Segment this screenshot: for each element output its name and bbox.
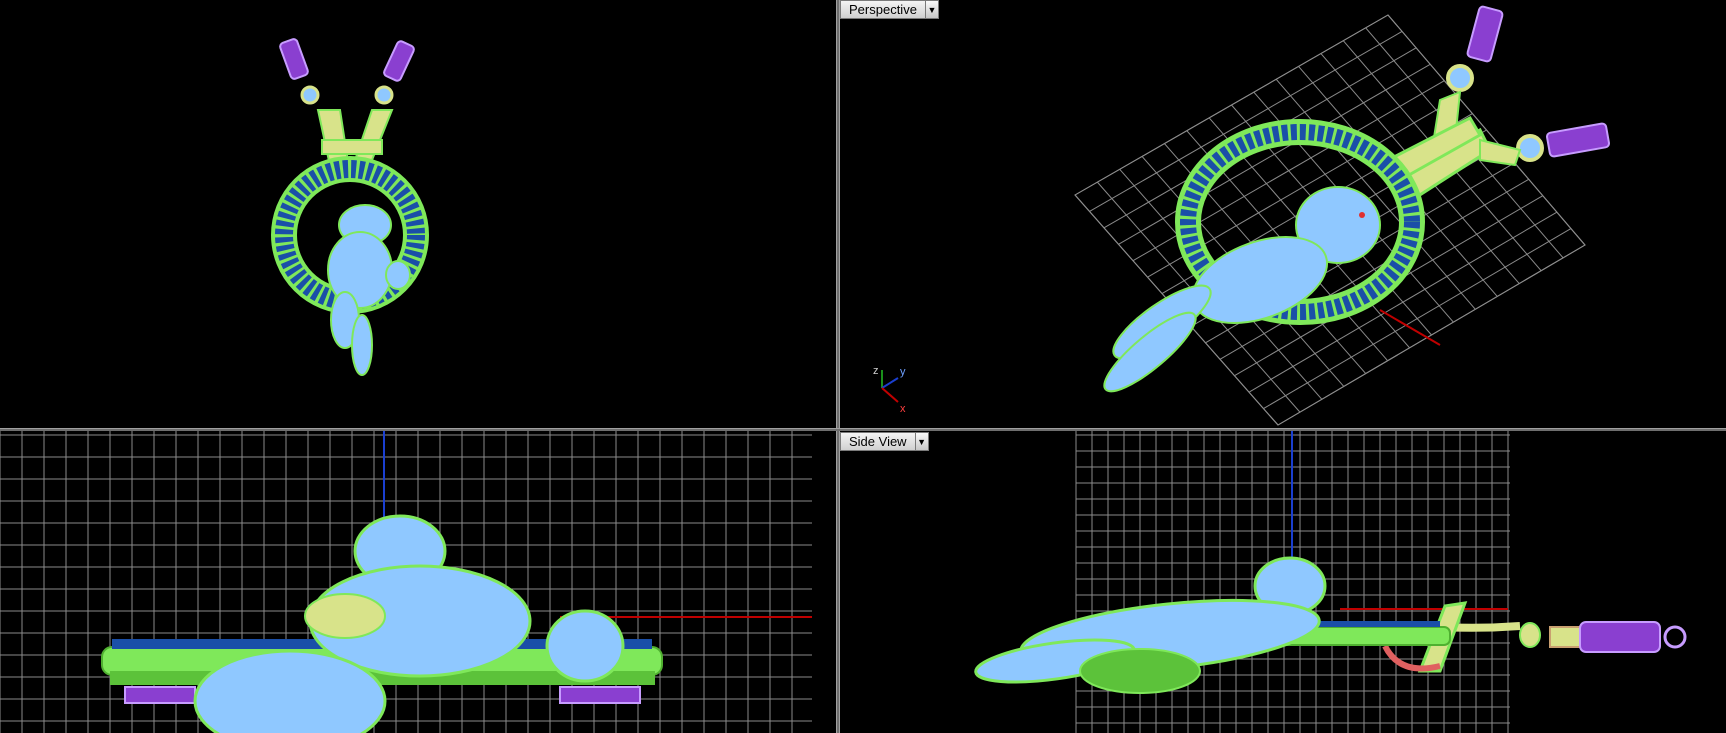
chain-right [374, 40, 415, 105]
front-view-model [0, 431, 812, 733]
grid-line [1277, 244, 1586, 426]
chain-upper [1446, 5, 1504, 92]
chain-right [1516, 122, 1610, 162]
viewport-front[interactable] [0, 431, 836, 733]
grid-line [1248, 211, 1558, 393]
viewport-splitter-horizontal[interactable] [0, 428, 1726, 431]
figure [974, 556, 1327, 694]
axis-y-label: y [900, 366, 906, 378]
figure [327, 204, 411, 376]
bail [1385, 90, 1522, 201]
axis-red-line [1379, 309, 1441, 346]
figure [193, 514, 625, 733]
axis-x-label: x [900, 403, 906, 415]
grid-line [1263, 228, 1572, 410]
ring-stones [1180, 124, 1420, 320]
grid-line [1219, 178, 1529, 360]
viewport-label-perspective[interactable]: Perspective ▼ [840, 0, 939, 19]
viewport-perspective[interactable]: z y x [840, 0, 1726, 428]
side-view-model [974, 431, 1687, 733]
grid-line [1387, 14, 1586, 246]
dropdown-triangle-icon[interactable]: ▼ [914, 433, 928, 450]
viewport-title[interactable]: Perspective [849, 2, 917, 17]
viewport-splitter-vertical[interactable] [836, 0, 840, 733]
top-view-model [271, 38, 429, 376]
axis-z-label: z [873, 365, 879, 377]
dropdown-triangle-icon[interactable]: ▼ [924, 1, 938, 18]
viewport-label-side[interactable]: Side View ▼ [840, 432, 929, 451]
axis-widget: z y x [873, 365, 906, 415]
perspective-view-model: z y x [873, 5, 1610, 426]
side-grid [1075, 431, 1510, 733]
chain-side [1439, 621, 1687, 653]
ring-stones [275, 160, 425, 310]
figure [1103, 186, 1381, 393]
viewport-side[interactable]: Side View ▼ [840, 431, 1726, 733]
viewport-top[interactable] [0, 0, 836, 428]
grid-line [1275, 78, 1476, 310]
chain-left [279, 38, 320, 105]
viewport-title[interactable]: Side View [849, 434, 907, 449]
